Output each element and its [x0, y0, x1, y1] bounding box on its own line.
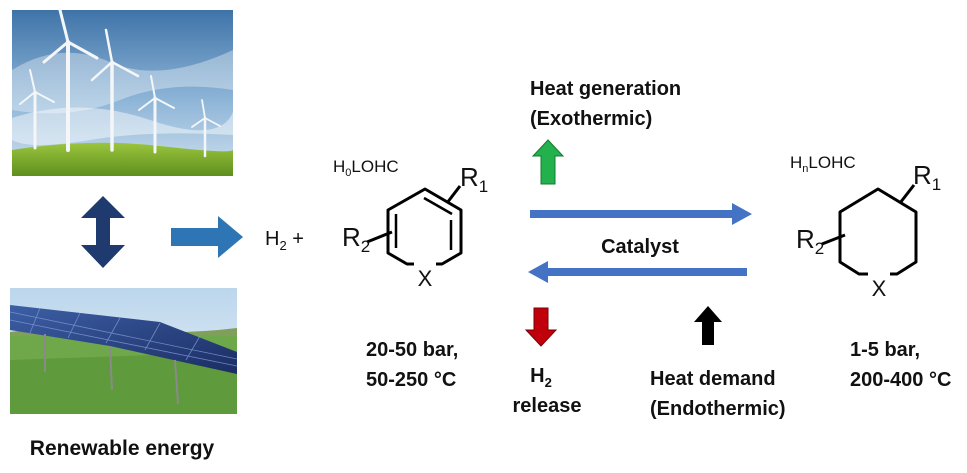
heat-generation-label: Heat generation [530, 78, 681, 100]
solar-panel-image [9, 288, 238, 414]
forward-reaction-arrow-icon [530, 203, 752, 225]
hydrogenation-pressure: 20-50 bar, [366, 339, 458, 361]
dehydrogenation-temperature: 200-400 °C [850, 369, 951, 391]
heat-demand-label: Heat demand [650, 368, 776, 390]
h2-release-line2: release [513, 395, 582, 417]
catalyst-label: Catalyst [601, 236, 679, 258]
aromatic-r2-label: R2 [342, 222, 370, 256]
cyclic-r1-label: R1 [913, 160, 941, 194]
hydrogen-input-label: H2 + [265, 228, 304, 253]
aromatic-x-label: X [418, 266, 433, 291]
heat-up-arrow-icon [531, 139, 565, 185]
h2-release-arrow-icon [524, 307, 558, 347]
exothermic-label: (Exothermic) [530, 108, 652, 130]
input-arrow-icon [171, 216, 243, 258]
aromatic-ring-structure [366, 185, 463, 286]
renewable-energy-caption: Renewable energy [30, 437, 215, 460]
hnlohc-label: HnLOHC [790, 153, 856, 175]
heat-demand-arrow-icon [694, 306, 722, 345]
cyclic-r2-label: R2 [796, 224, 824, 258]
cyclic-ring-structure [821, 184, 918, 296]
h0lohc-label: H0LOHC [333, 157, 399, 179]
bidirectional-arrow-icon [81, 196, 125, 268]
hydrogenation-temperature: 50-250 °C [366, 369, 456, 391]
wind-farm-image [12, 8, 233, 176]
reverse-reaction-arrow-icon [528, 261, 747, 283]
aromatic-r1-label: R1 [460, 162, 488, 196]
h2-release-label: H2 [530, 365, 552, 390]
cyclic-x-label: X [872, 276, 887, 301]
dehydrogenation-pressure: 1-5 bar, [850, 339, 920, 361]
endothermic-label: (Endothermic) [650, 398, 786, 420]
